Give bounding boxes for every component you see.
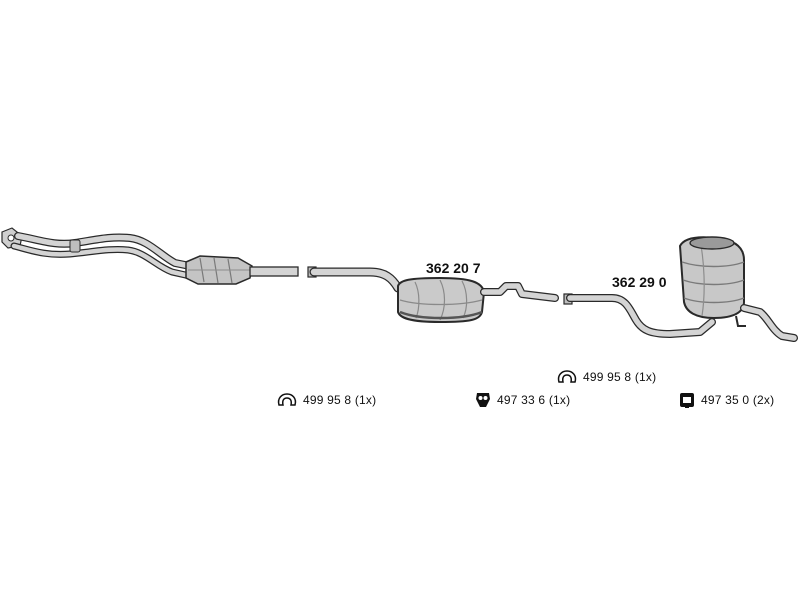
rear-silencer (563, 236, 798, 342)
rubber-mount-icon (476, 393, 490, 407)
accessory-clamp-right: 499 95 8 (1x) (556, 369, 656, 385)
middle-silencer (307, 266, 559, 324)
accessory-label: 499 95 8 (1x) (303, 393, 377, 407)
accessory-label: 497 35 0 (2x) (701, 393, 775, 407)
clamp-ring-icon (557, 370, 577, 383)
clamp-ring-icon (277, 393, 297, 406)
catalyst-outlet-pipe (249, 266, 299, 277)
accessory-label: 497 33 6 (1x) (497, 393, 571, 407)
accessory-hanger: 497 35 0 (2x) (678, 391, 774, 409)
front-pipe-catalyst (1, 227, 299, 285)
middle-silencer-part-number: 362 20 7 (426, 260, 481, 276)
accessory-label: 499 95 8 (1x) (583, 370, 657, 384)
accessory-rubber-mount: 497 33 6 (1x) (474, 391, 570, 409)
hanger-bracket-icon (680, 393, 694, 408)
rear-silencer-part-number: 362 29 0 (612, 274, 667, 290)
accessory-clamp-left: 499 95 8 (1x) (276, 392, 376, 408)
